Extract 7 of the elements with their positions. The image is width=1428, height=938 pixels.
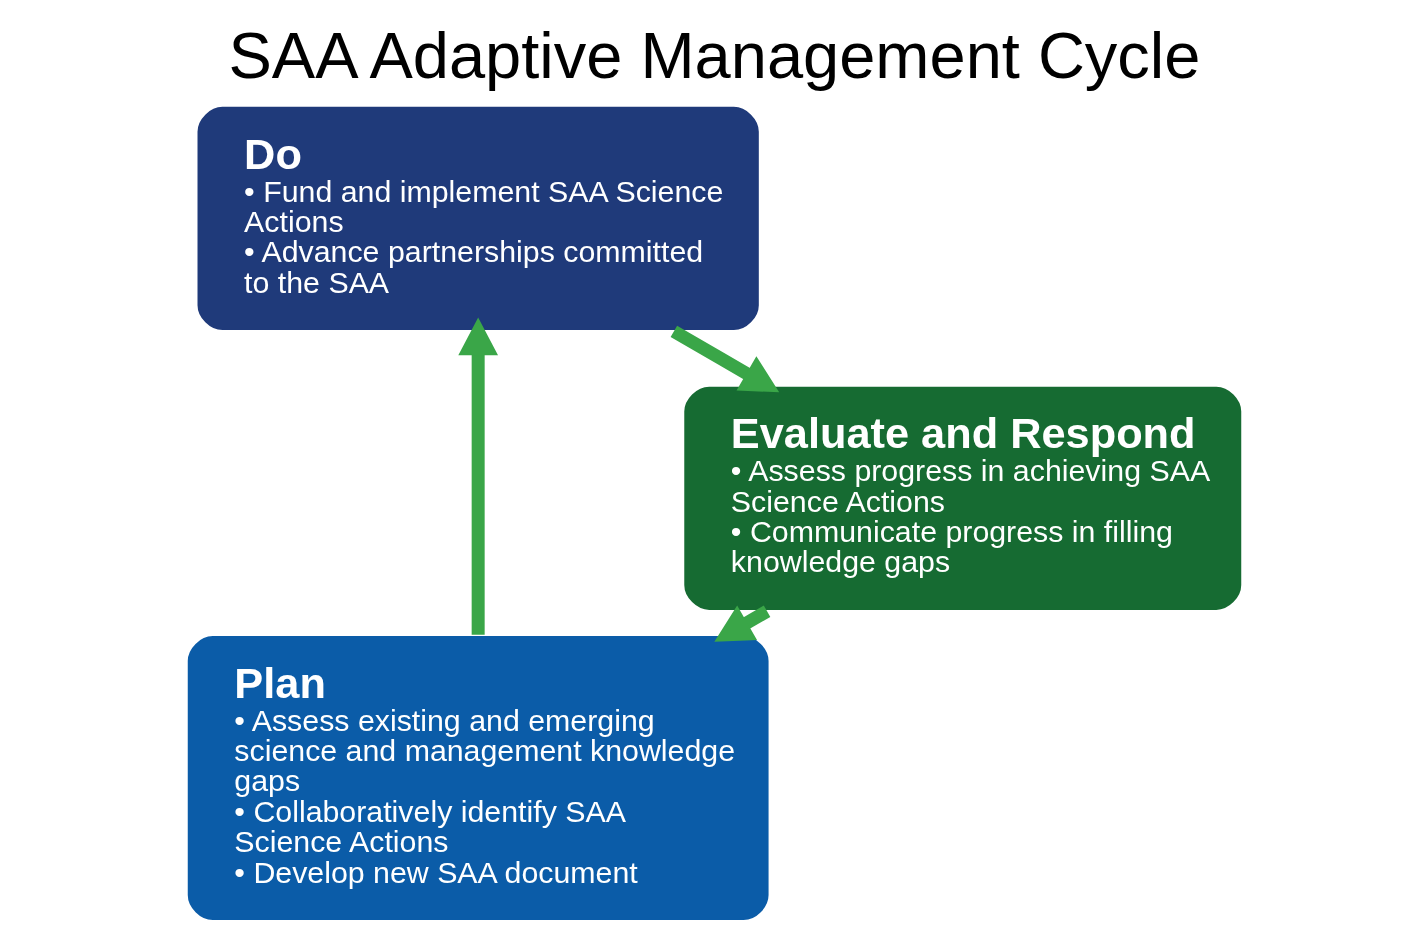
node-box: Do • Fund and implement SAA Science Actions • Advance partnerships committed to the SAA	[194, 104, 761, 333]
diagram-title: SAA Adaptive Management Cycle	[228, 18, 1200, 92]
arrow	[670, 325, 779, 393]
arrow	[713, 605, 770, 642]
node-box: Plan • Assess existing and emerging science and management knowledge gaps • Collaboratively identify SAA Science Actions • Develop new SAA document	[185, 633, 771, 923]
arrow	[457, 317, 498, 635]
node-box: Evaluate and Respond • Assess progress in achieving SAA Science Actions • Communicate progress in filling knowledge gaps	[681, 384, 1243, 613]
